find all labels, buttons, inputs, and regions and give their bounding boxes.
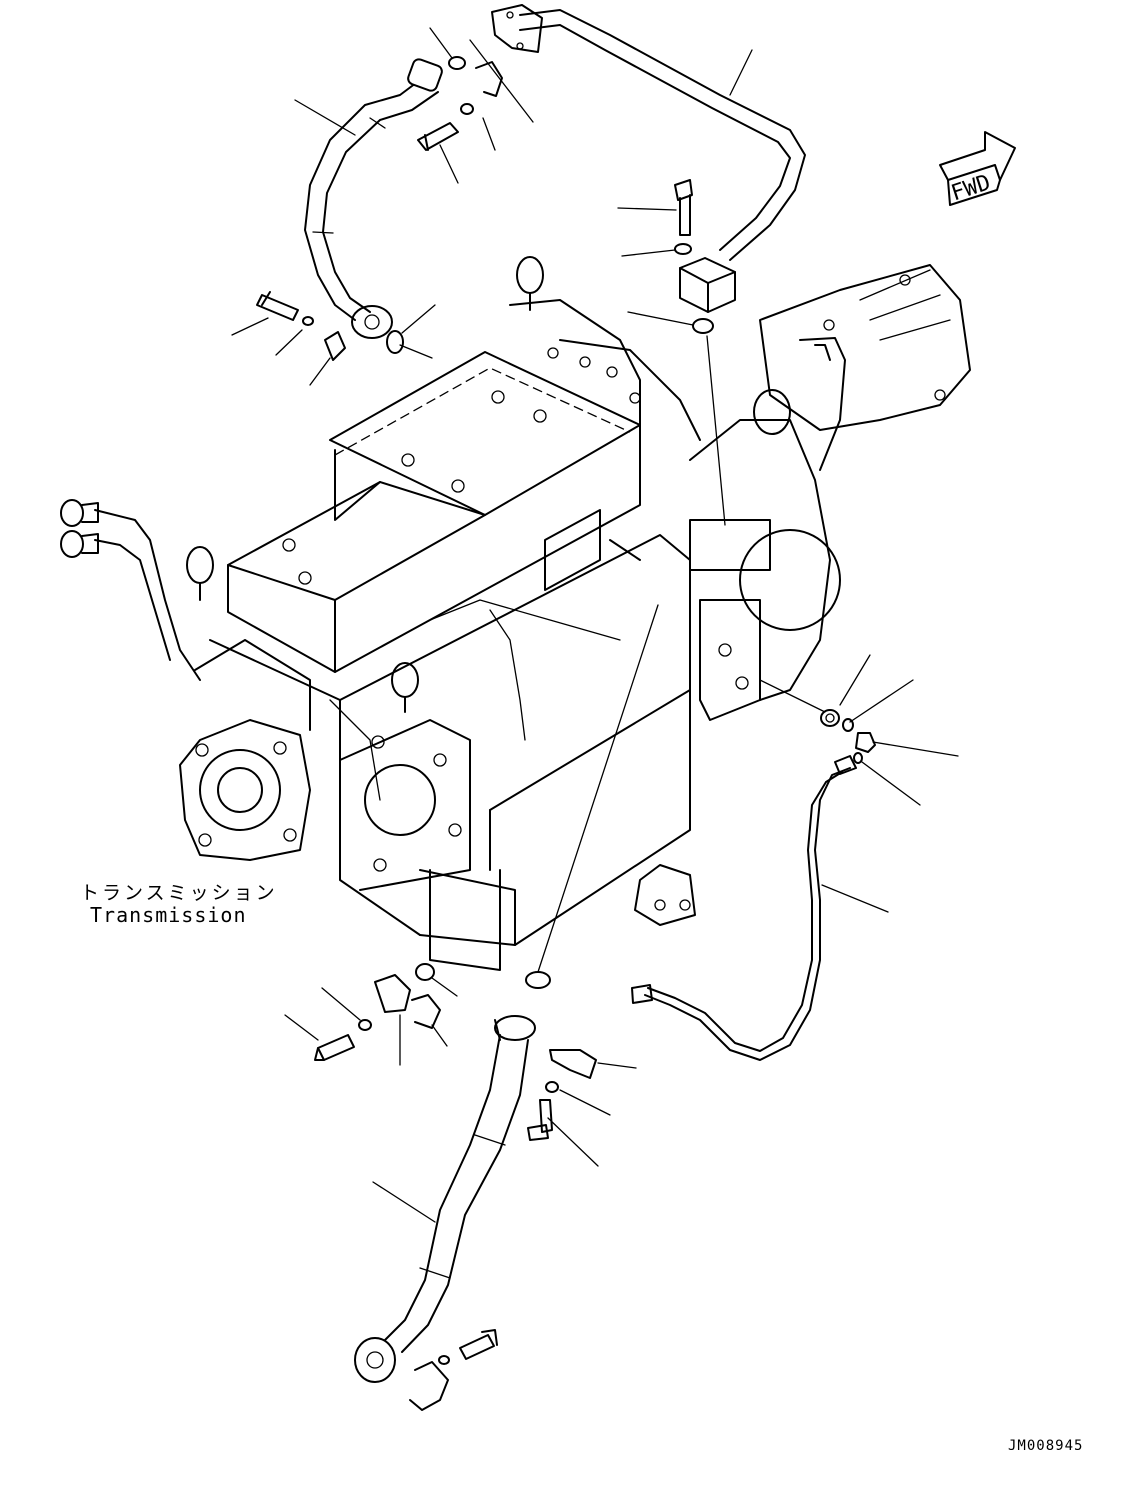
drawing-id: JM008945 <box>1008 1438 1084 1454</box>
fwd-arrow-icon: FWD <box>939 131 1016 206</box>
transmission-label-en: Transmission <box>90 903 247 927</box>
tube-upper-right <box>491 4 806 526</box>
hose-lower <box>354 604 659 1411</box>
hose-upper-left <box>304 58 443 339</box>
transmission-body <box>60 256 971 971</box>
fittings-right <box>631 654 959 1061</box>
fwd-label: FWD <box>948 170 994 206</box>
parts-lower-group <box>284 963 637 1223</box>
parts-upper-left-group <box>231 27 534 386</box>
transmission-label-ja: トランスミッション <box>80 882 278 904</box>
